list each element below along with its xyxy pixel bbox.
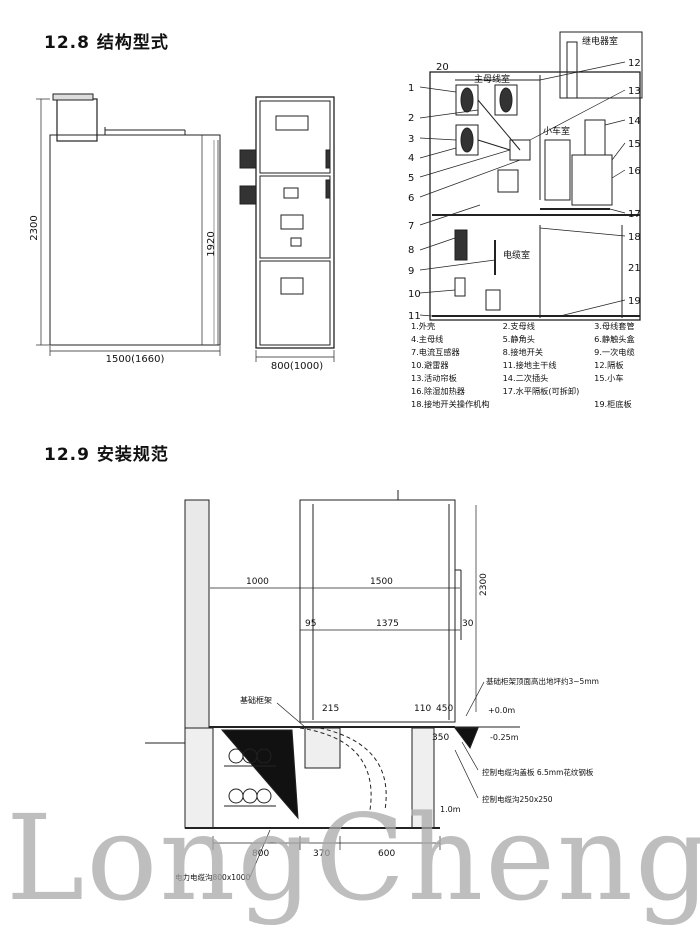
legend-item: 4.主母线	[411, 334, 444, 344]
installation-drawing	[145, 490, 520, 878]
dim-450: 450	[436, 704, 453, 714]
callout-6: 6	[408, 193, 414, 204]
dim-95: 95	[305, 619, 316, 629]
side-width-label: 1500(1660)	[106, 354, 165, 365]
dim-350: 350	[432, 733, 449, 743]
legend-item: 8.接地开关	[502, 347, 544, 357]
dim-30: 30	[462, 619, 474, 629]
label-busbar-room: 主母线室	[474, 73, 510, 85]
dim-215: 215	[322, 704, 339, 714]
dim-800: 800	[252, 849, 269, 859]
callout-5: 5	[408, 173, 414, 184]
callout-13: 13	[628, 86, 641, 97]
callout-1: 1	[408, 83, 414, 94]
side-view	[36, 93, 221, 356]
callout-11: 11	[408, 311, 421, 322]
legend-item: 6.静触头盒	[594, 334, 635, 344]
callout-17: 17	[628, 209, 641, 220]
callout-16: 16	[628, 166, 641, 177]
dim-1500: 1500	[370, 577, 393, 587]
dim-600: 600	[378, 849, 395, 859]
legend-row: 16.除湿加热器 17.水平隔板(可拆卸)	[411, 385, 686, 398]
dim-1-0m: 1.0m	[440, 805, 461, 814]
label-power-trench: 电力电缆沟800x1000	[175, 872, 251, 882]
legend-item: 15.小车	[594, 373, 624, 383]
callout-15: 15	[628, 139, 641, 150]
callout-12: 12	[628, 58, 641, 69]
level-minus: -0.25m	[490, 733, 519, 742]
label-cover-plate: 控制电缆沟盖板 6.5mm花纹钢板	[482, 767, 594, 777]
callout-3: 3	[408, 134, 414, 145]
watermark: LongCheng	[6, 789, 700, 927]
front-view	[217, 96, 335, 362]
legend-item: 10.避雷器	[411, 360, 449, 370]
callout-2: 2	[408, 113, 414, 124]
component-legend: 1.外壳 2.支母线 3.母线套管 4.主母线 5.静角头 6.静触头盒 7.电…	[411, 320, 686, 411]
legend-item: 1.外壳	[411, 321, 436, 331]
dim-110: 110	[414, 704, 431, 714]
label-cable-room: 电缆室	[503, 249, 530, 261]
legend-item: 14.二次插头	[502, 373, 549, 383]
legend-item: 5.静角头	[502, 334, 535, 344]
legend-row: 1.外壳 2.支母线 3.母线套管	[411, 320, 686, 333]
legend-item: 17.水平隔板(可拆卸)	[502, 386, 580, 396]
legend-item: 7.电流互感器	[411, 347, 460, 357]
callout-7: 7	[408, 221, 414, 232]
callout-8: 8	[408, 245, 414, 256]
legend-item: 16.除湿加热器	[411, 386, 465, 396]
front-height-label: 1920	[206, 231, 217, 256]
callout-4: 4	[408, 153, 414, 164]
dim-1000: 1000	[246, 577, 269, 587]
callout-20: 20	[436, 62, 449, 73]
front-width-label: 800(1000)	[271, 361, 323, 372]
callout-10: 10	[408, 289, 421, 300]
legend-item: 9.一次电缆	[594, 347, 635, 357]
section-heading-structure: 12.8 结构型式	[44, 33, 169, 53]
level-plus: +0.0m	[488, 706, 515, 715]
legend-item: 19.柜底板	[594, 399, 632, 409]
side-height-label: 2300	[29, 215, 40, 240]
dim-1375: 1375	[376, 619, 399, 629]
legend-item: 12.隔板	[594, 360, 624, 370]
legend-item: 11.接地主干线	[502, 360, 557, 370]
legend-row: 13.活动帘板 14.二次插头 15.小车	[411, 372, 686, 385]
label-control-trench: 控制电缆沟250x250	[482, 794, 553, 804]
legend-item: 2.支母线	[502, 321, 535, 331]
callout-14: 14	[628, 116, 641, 127]
legend-row: 4.主母线 5.静角头 6.静触头盒	[411, 333, 686, 346]
legend-item: 3.母线套管	[594, 321, 635, 331]
label-relay-room: 继电器室	[582, 35, 618, 47]
section-view	[419, 31, 643, 321]
legend-item: 13.活动帘板	[411, 373, 457, 383]
legend-row: 18.接地开关操作机构 19.柜底板	[411, 398, 686, 411]
section-heading-installation: 12.9 安装规范	[44, 445, 169, 465]
label-foundation-frame: 基础框架	[240, 695, 272, 705]
legend-item: 18.接地开关操作机构	[411, 399, 490, 409]
legend-row: 7.电流互感器 8.接地开关 9.一次电缆	[411, 346, 686, 359]
callout-19: 19	[628, 296, 641, 307]
callout-21: 21	[628, 263, 641, 274]
label-frame-top: 基础柜架顶面高出地坪约3~5mm	[486, 676, 599, 686]
label-truck-room: 小车室	[543, 125, 570, 137]
dim-2300: 2300	[479, 573, 489, 596]
callout-18: 18	[628, 232, 641, 243]
dim-370: 370	[313, 849, 330, 859]
callout-9: 9	[408, 266, 414, 277]
legend-row: 10.避雷器 11.接地主干线 12.隔板	[411, 359, 686, 372]
